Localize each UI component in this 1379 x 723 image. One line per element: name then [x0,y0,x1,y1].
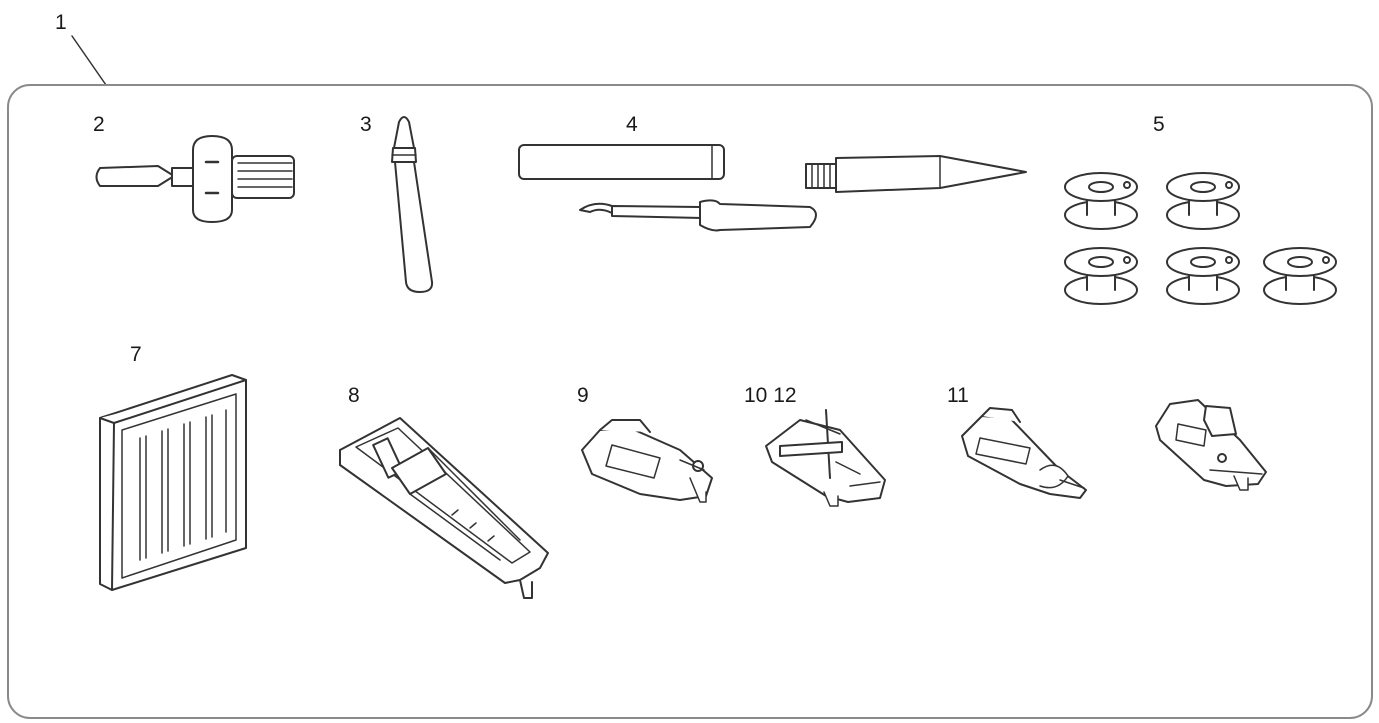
buttonhole-foot-icon [339,417,549,599]
callout-5: 5 [1153,113,1165,136]
callout-10-12: 10 12 [744,384,797,407]
callout-7: 7 [130,343,142,366]
accessory-panel [7,84,1373,719]
callout-2: 2 [93,113,105,136]
callout-8: 8 [348,384,360,407]
presser-foot-icon [1155,399,1267,491]
callout-9: 9 [577,384,589,407]
presser-foot-10-12-icon [765,409,886,507]
callout-1-leader [71,35,107,86]
presser-foot-11-icon [961,407,1087,499]
spool-pin-icon [391,116,434,293]
needle-case-icon [99,374,247,591]
screwdriver-icon [95,135,295,223]
callout-4: 4 [626,113,638,136]
bobbin-icon [1064,172,1337,305]
callout-11: 11 [947,384,969,407]
callout-1: 1 [55,11,67,34]
callout-3: 3 [360,113,372,136]
presser-foot-9-icon [581,419,713,503]
seam-ripper-icon [518,144,817,232]
lint-brush-icon [805,155,1027,193]
